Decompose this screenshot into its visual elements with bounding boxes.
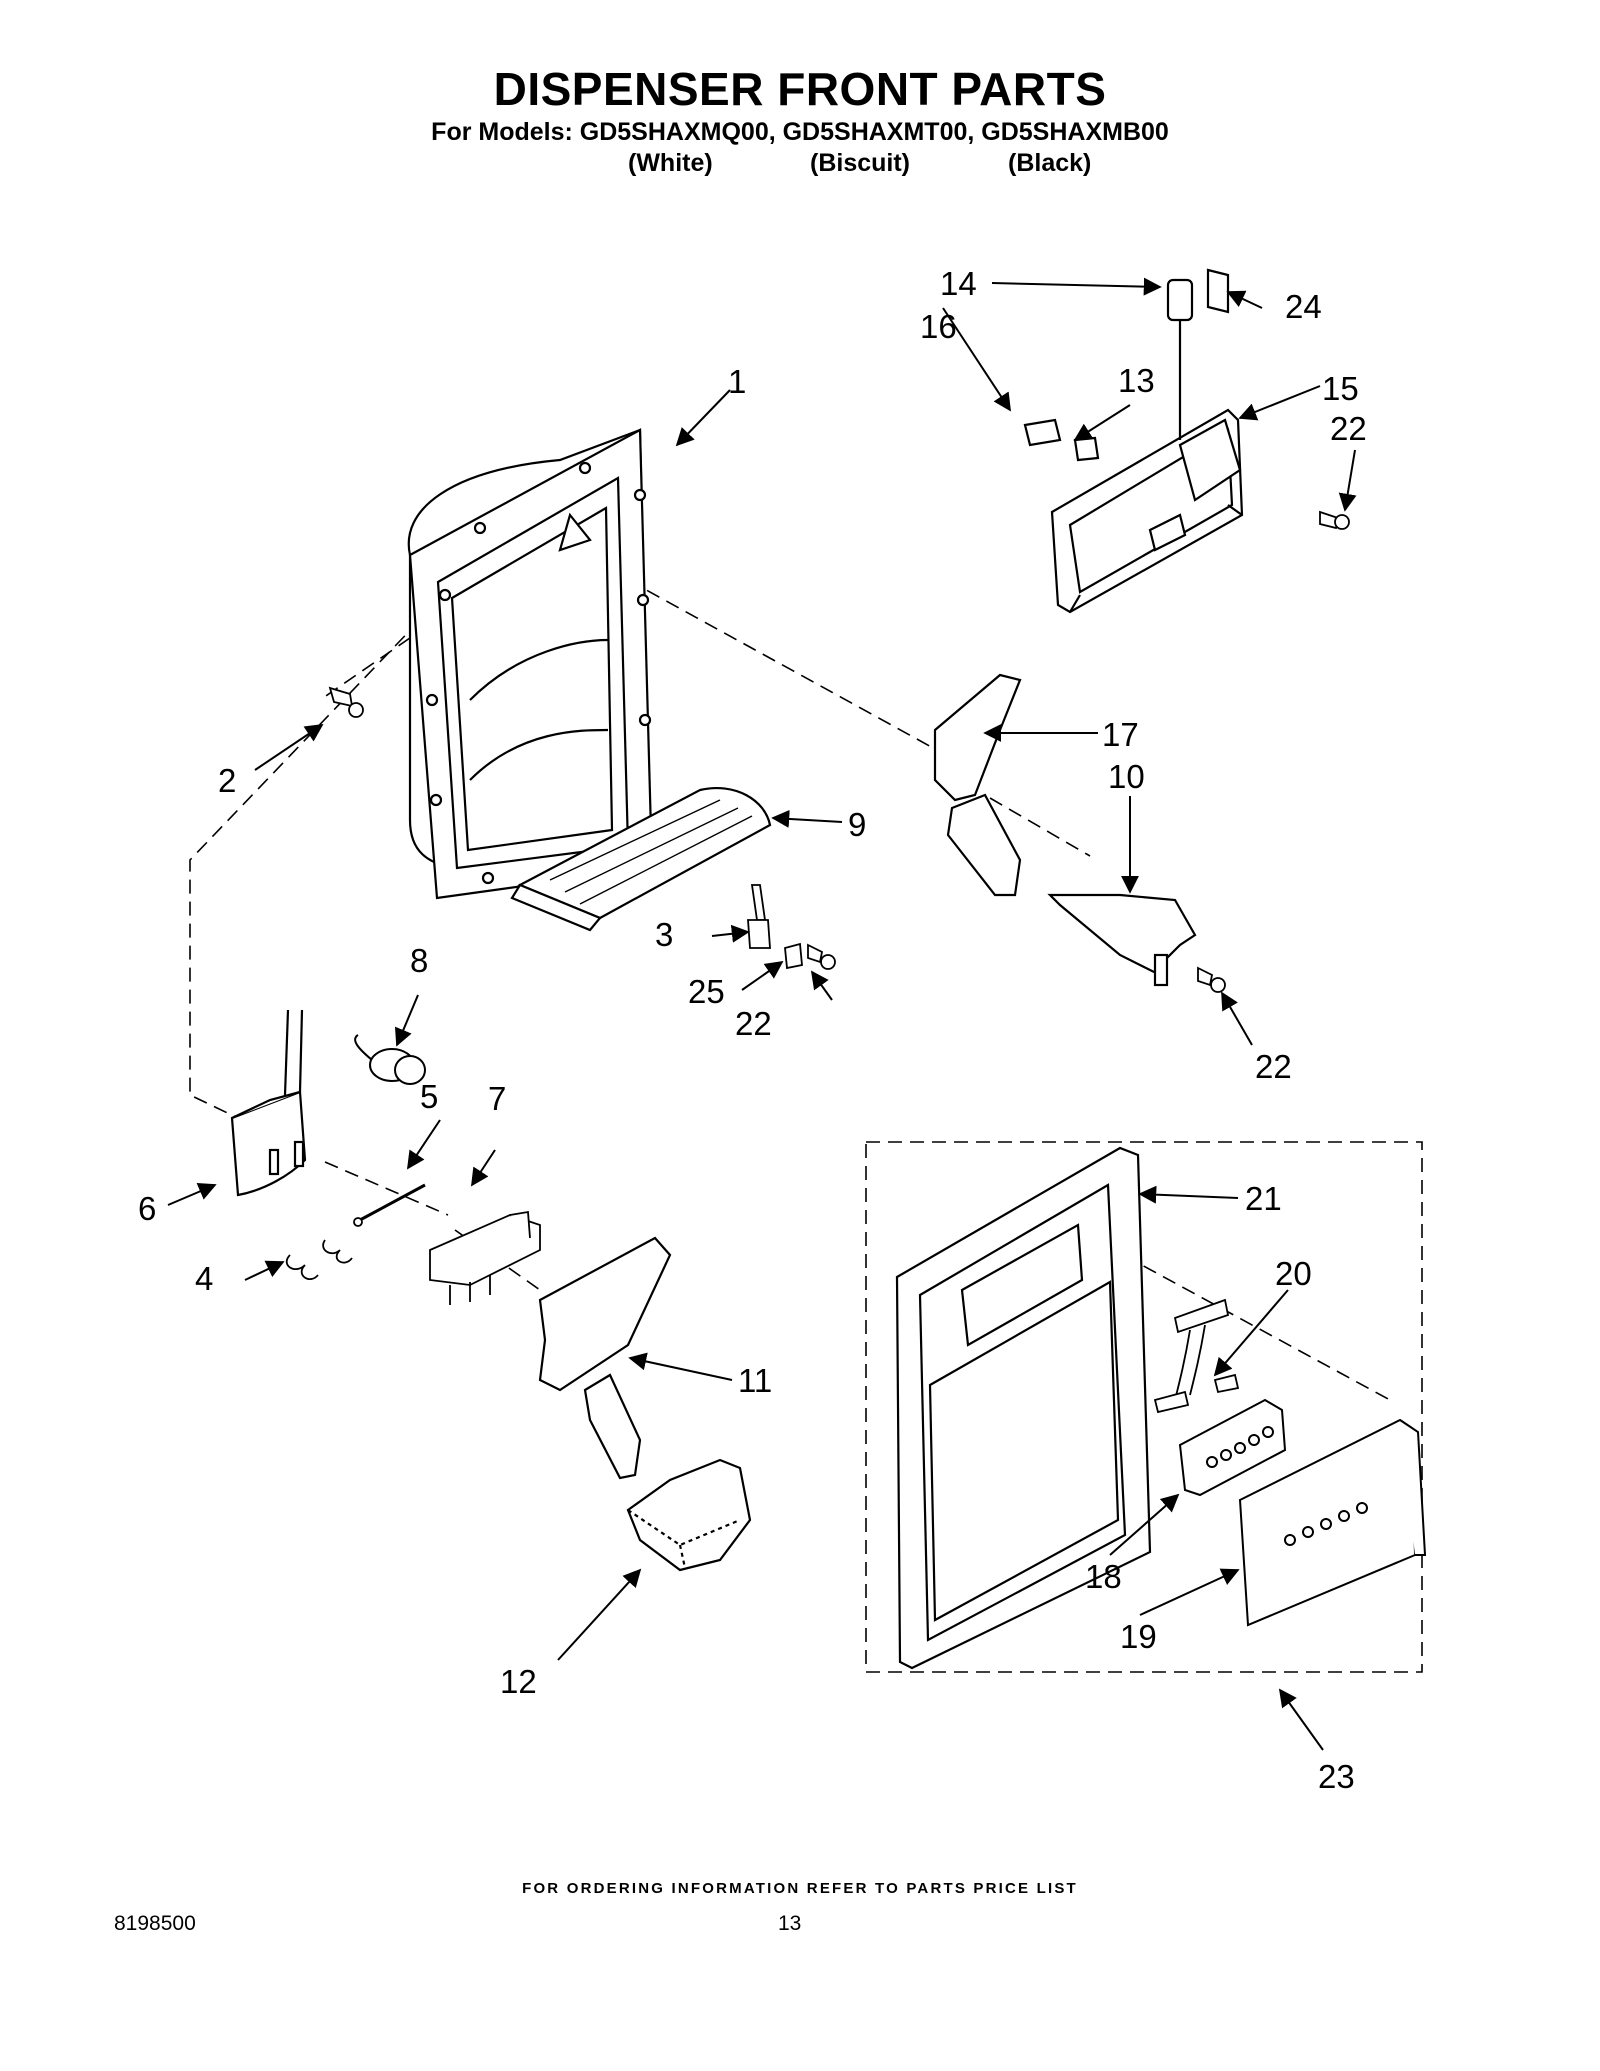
callout-25: 25 [688,973,725,1010]
ordering-note: FOR ORDERING INFORMATION REFER TO PARTS … [522,1880,1078,1897]
screws [328,510,1350,993]
variant-biscuit: (Biscuit) [810,149,910,177]
control-panel-frame [895,1146,1152,1670]
bin [626,1458,752,1572]
assembly-lines [189,537,1391,1401]
actuator-lever [933,673,1022,897]
light-bracket-module [1023,268,1244,614]
chute-door [538,1236,672,1480]
callout-1: 1 [728,363,746,400]
variant-black: (Black) [1008,149,1092,177]
dispenser-housing [407,428,654,900]
callout-11: 11 [738,1362,772,1399]
control-faceplate [1238,1418,1427,1627]
document-number: 8198500 [114,1912,196,1935]
callout-9: 9 [848,806,866,843]
callout-20: 20 [1275,1255,1312,1292]
callout-17: 17 [1102,716,1139,753]
callout-15: 15 [1322,370,1359,407]
drip-tray [510,787,772,932]
callout-18: 18 [1085,1558,1122,1595]
page-number: 13 [778,1912,802,1935]
callout-2: 2 [218,762,236,799]
switch-parts [747,884,803,970]
leader-lines [167,277,1357,1751]
callout-7: 7 [488,1080,506,1117]
callout-14: 14 [940,265,977,302]
control-panel-enclosure [865,1141,1423,1673]
small-hardware [285,1183,541,1305]
callout-3: 3 [655,916,673,953]
control-board [1178,1398,1287,1497]
models-line: For Models: GD5SHAXMQ00, GD5SHAXMT00, GD… [431,118,1169,146]
callout-8: 8 [410,942,428,979]
callout-23: 23 [1318,1758,1355,1795]
callout-16: 16 [920,308,957,345]
solenoid [230,1009,307,1197]
page-title: DISPENSER FRONT PARTS [493,63,1107,115]
callout-4: 4 [195,1260,213,1297]
variant-white: (White) [628,149,713,177]
callout-24: 24 [1285,288,1322,325]
callout-12: 12 [500,1663,537,1700]
callout-13: 13 [1118,362,1155,399]
callout-22-right: 22 [1255,1048,1292,1085]
callout-numbers: 1 2 3 4 5 6 7 8 9 10 11 12 13 14 15 16 1… [138,265,1367,1795]
wire-harness [1153,1298,1240,1414]
callout-5: 5 [420,1078,438,1115]
ice-lever [1047,893,1197,987]
callout-21: 21 [1245,1180,1282,1217]
callout-10: 10 [1108,758,1145,795]
motor [354,1034,426,1085]
callout-6: 6 [138,1190,156,1227]
callout-19: 19 [1120,1618,1157,1655]
callout-22-top: 22 [1330,410,1367,447]
callout-22-middle: 22 [735,1005,772,1042]
